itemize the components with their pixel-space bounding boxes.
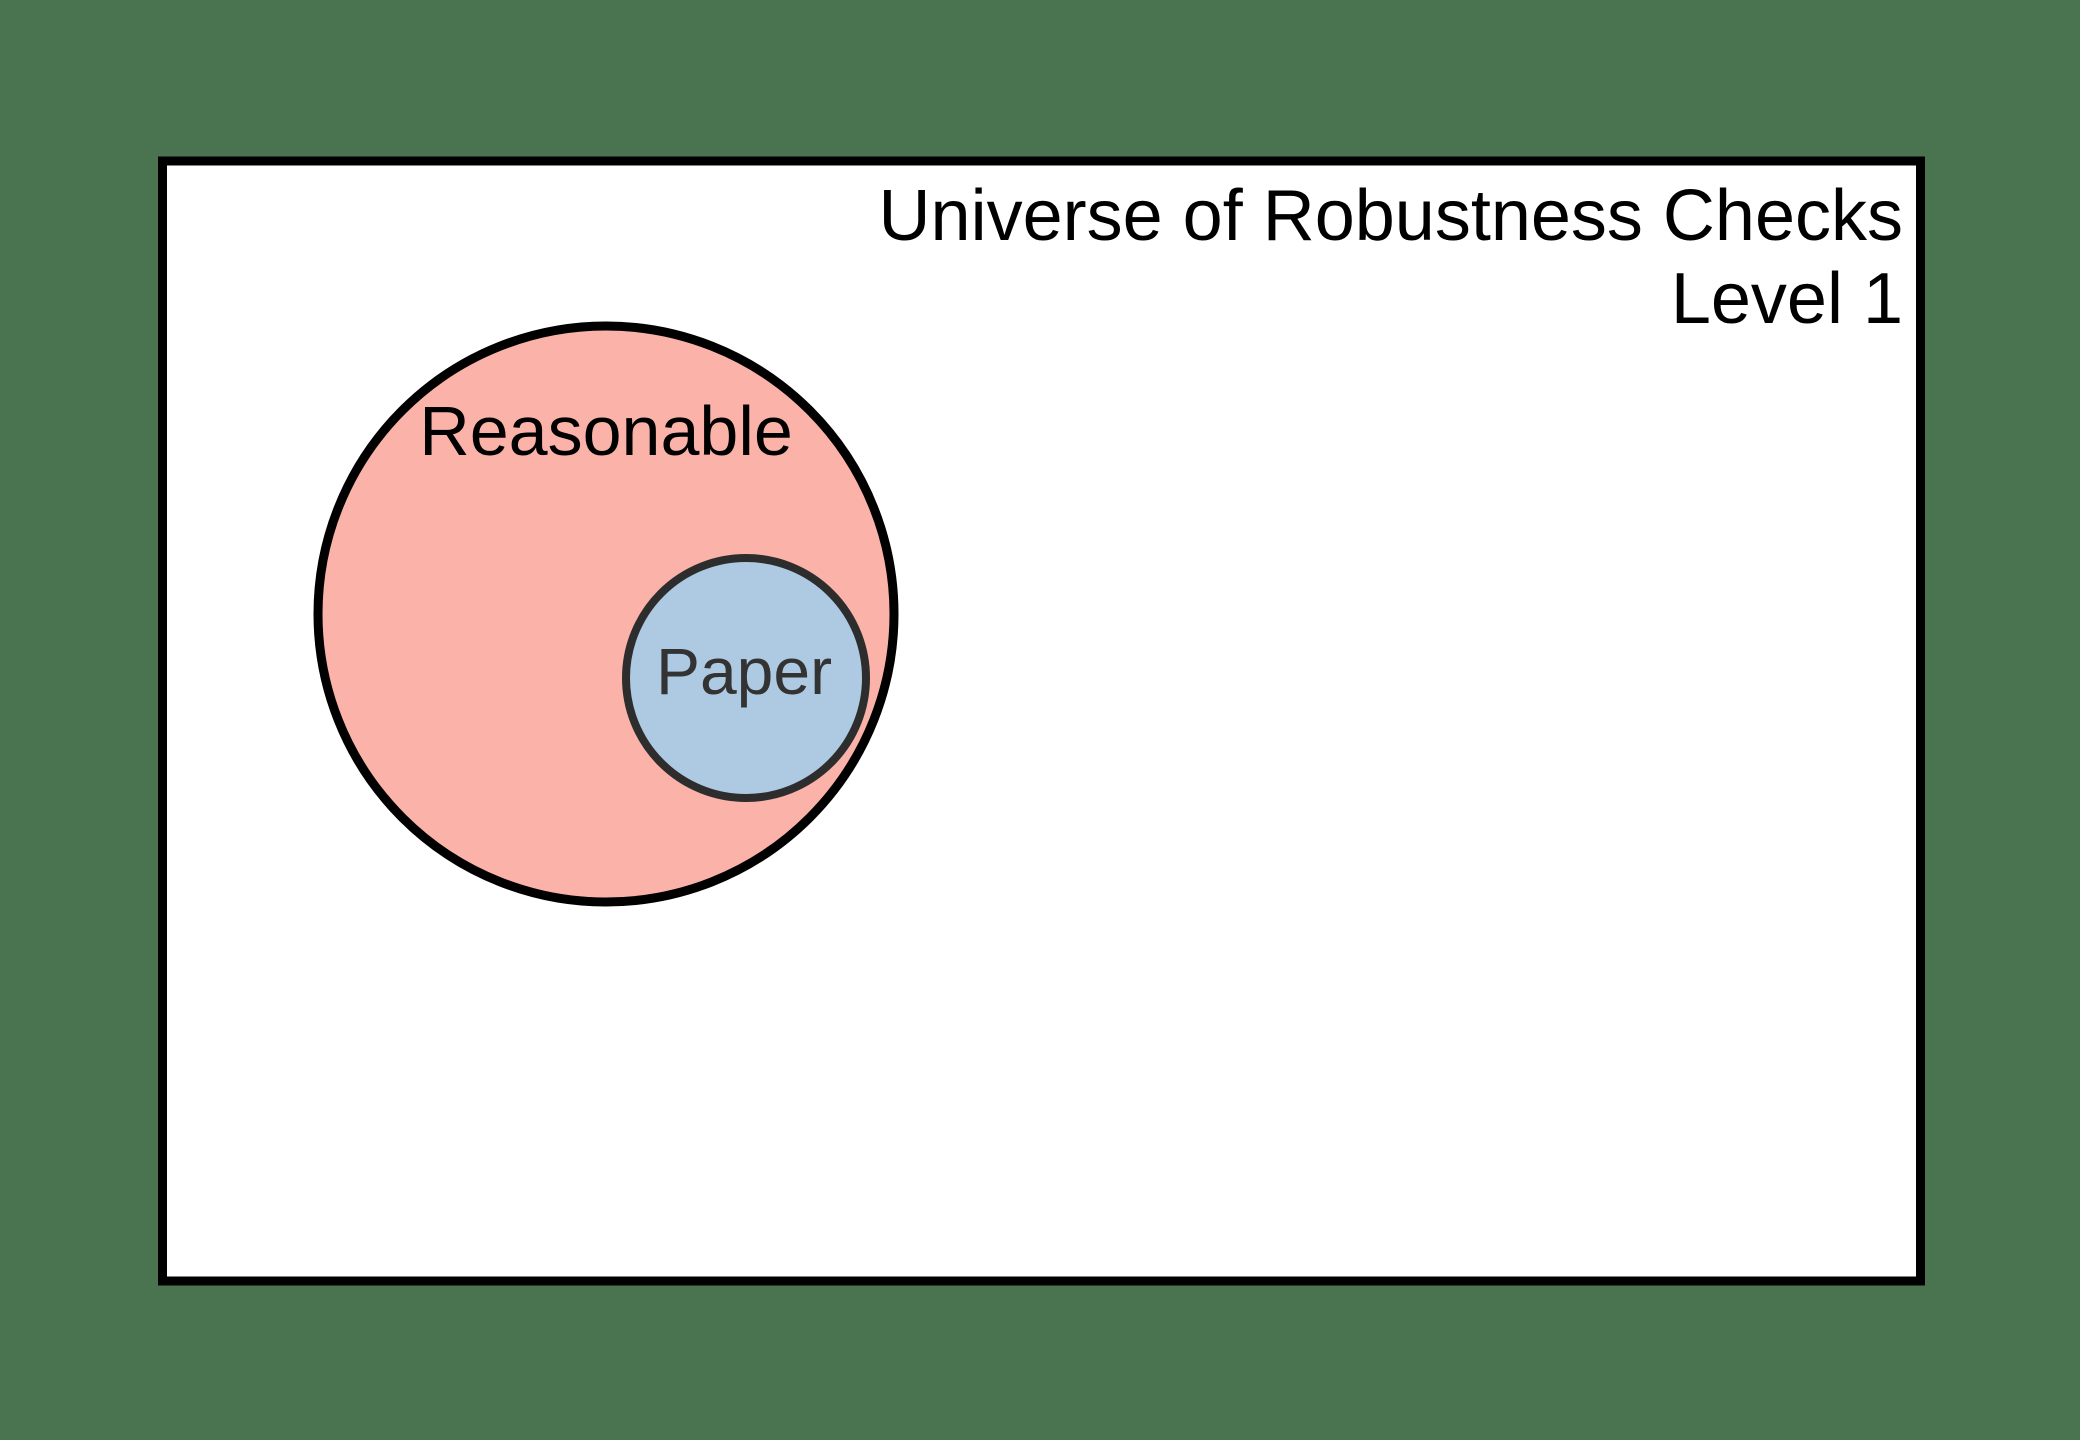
title-line2: Level 1 — [1671, 259, 1903, 339]
set-label-reasonable: Reasonable — [419, 392, 793, 470]
set-label-paper: Paper — [656, 634, 832, 708]
title-line1: Universe of Robustness Checks — [879, 176, 1903, 256]
set-circle-paper — [622, 554, 870, 802]
